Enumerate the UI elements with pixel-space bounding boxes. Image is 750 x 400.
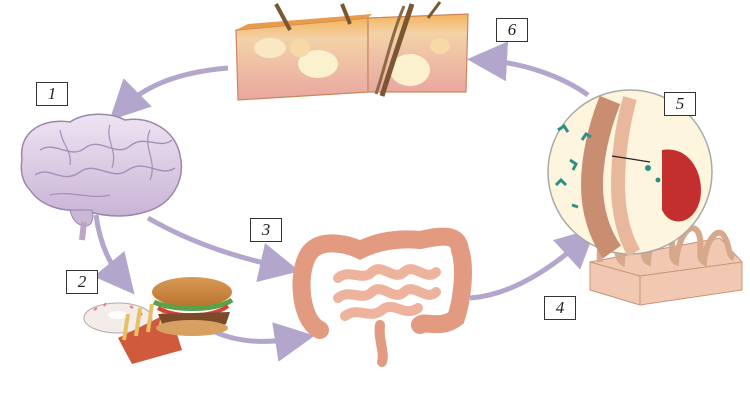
arrow-brain-to-food xyxy=(93,214,135,295)
step-number-6: 6 xyxy=(496,18,528,42)
step-number-1: 1 xyxy=(36,82,68,106)
step-number-4: 4 xyxy=(544,296,576,320)
cycle-arrows xyxy=(93,41,597,362)
step-number-3: 3 xyxy=(250,218,282,242)
junk-food-illustration xyxy=(83,277,234,364)
arrow-intestines-to-wall xyxy=(469,227,597,301)
intestines-illustration xyxy=(292,227,472,367)
arrow-wall-to-skin xyxy=(467,41,590,98)
brain-illustration xyxy=(20,113,183,241)
gut-barrier-closeup-illustration xyxy=(547,89,713,259)
arrow-skin-to-brain xyxy=(109,65,229,121)
arrow-brain-to-intestines xyxy=(146,215,300,283)
step-number-2: 2 xyxy=(66,270,98,294)
step-number-5: 5 xyxy=(664,92,696,116)
arrow-food-to-intestines xyxy=(214,322,315,362)
skin-illustration xyxy=(235,1,469,101)
